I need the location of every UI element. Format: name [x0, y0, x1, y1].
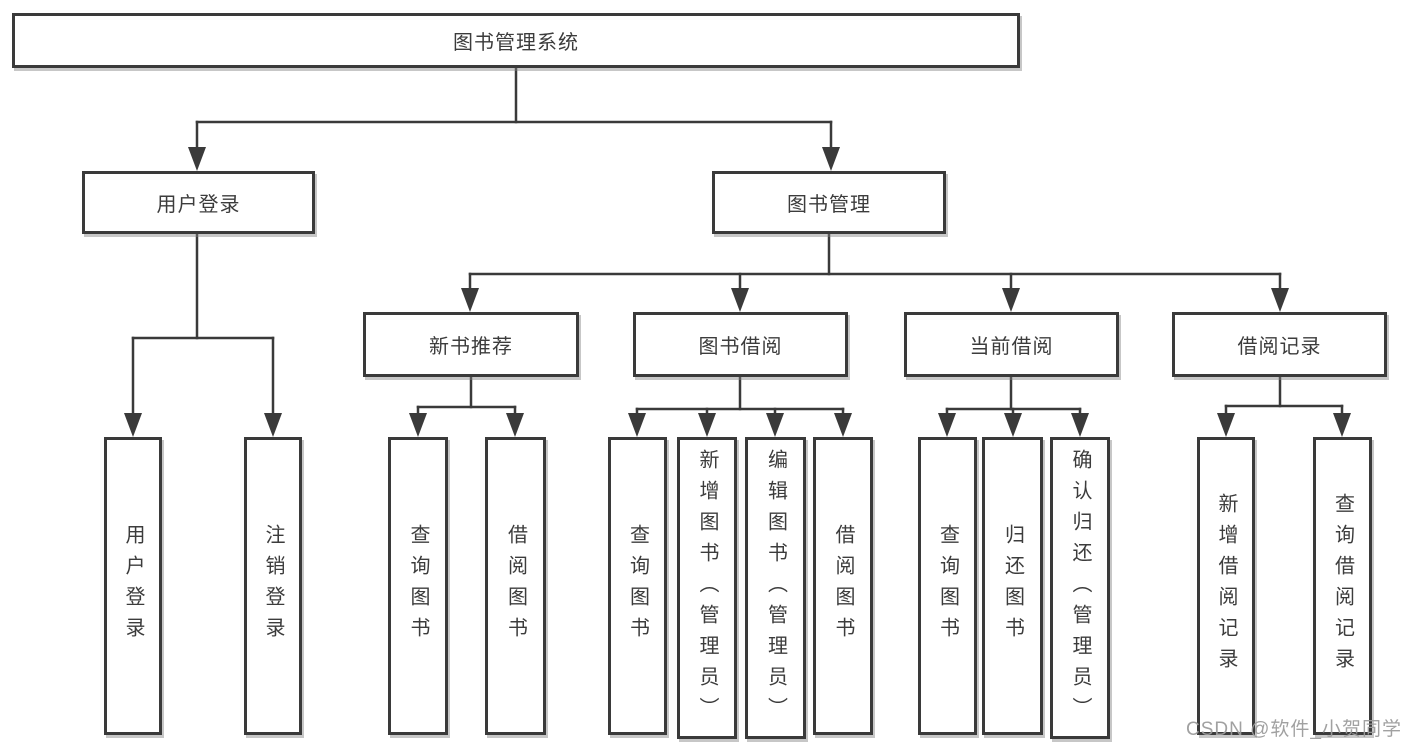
node-label: 借阅图书: [832, 524, 854, 648]
arrowhead-icon: [124, 413, 142, 437]
connector-new-book-recommend-to-leaves: [416, 375, 517, 417]
arrowhead-icon: [628, 413, 646, 437]
node-label: 查询图书: [936, 524, 959, 648]
node-label: 新书推荐: [429, 336, 513, 358]
arrowhead-icon: [264, 413, 282, 437]
leaf-query-books-current: 查询图书: [918, 437, 977, 735]
arrowhead-icon: [698, 413, 716, 437]
arrowhead-icon: [766, 413, 784, 437]
leaf-borrow-books: 借阅图书: [813, 437, 873, 735]
connector-book-management-to-level3: [468, 232, 1282, 291]
arrowhead-icon: [1071, 413, 1089, 437]
leaf-query-borrow-record: 查询借阅记录: [1313, 437, 1372, 735]
leaf-query-books-borrow: 查询图书: [608, 437, 667, 735]
arrowhead-icon: [1333, 413, 1351, 437]
leaf-return-books: 归还图书: [982, 437, 1043, 735]
arrowhead-icon: [731, 288, 749, 312]
node-label: 用户登录: [156, 194, 241, 216]
node-label: 当前借阅: [969, 336, 1054, 358]
arrowhead-icon: [1004, 413, 1022, 437]
leaf-confirm-return-admin: 确认归还（管理员）: [1050, 437, 1110, 739]
arrowheads: [124, 147, 1351, 437]
node-label: 确认归还（管理员）: [1069, 448, 1091, 728]
node-label: 编辑图书（管理员）: [764, 448, 787, 728]
node-label: 图书管理系统: [453, 32, 579, 54]
node-user-login: 用户登录: [82, 171, 315, 234]
arrowhead-icon: [1271, 288, 1289, 312]
node-label: 用户登录: [122, 524, 144, 648]
node-label: 新增借阅记录: [1215, 493, 1237, 679]
node-root: 图书管理系统: [12, 13, 1020, 68]
leaf-query-books-recommend: 查询图书: [388, 437, 448, 735]
node-label: 借阅图书: [504, 524, 527, 648]
node-book-borrow: 图书借阅: [633, 312, 848, 377]
connector-book-borrow-to-leaves: [635, 375, 845, 417]
connector-borrow-records-to-leaves: [1224, 375, 1344, 417]
arrowhead-icon: [461, 288, 479, 312]
node-label: 注销登录: [262, 524, 284, 648]
node-label: 借阅记录: [1237, 336, 1322, 358]
node-label: 查询图书: [626, 524, 649, 648]
node-book-management: 图书管理: [712, 171, 946, 234]
node-new-book-recommend: 新书推荐: [363, 312, 579, 377]
arrowhead-icon: [1217, 413, 1235, 437]
node-label: 查询图书: [407, 524, 429, 648]
node-borrow-records: 借阅记录: [1172, 312, 1387, 377]
node-label: 查询借阅记录: [1331, 493, 1354, 679]
connector-current-borrow-to-leaves: [945, 375, 1082, 417]
arrowhead-icon: [938, 413, 956, 437]
arrowhead-icon: [1002, 288, 1020, 312]
leaf-borrow-books-recommend: 借阅图书: [485, 437, 546, 735]
arrowhead-icon: [834, 413, 852, 437]
node-label: 新增图书（管理员）: [696, 448, 718, 728]
leaf-logout-login: 注销登录: [244, 437, 302, 735]
connector-user-login-to-leaves: [131, 232, 275, 416]
node-current-borrow: 当前借阅: [904, 312, 1119, 377]
connector-root-to-level2: [195, 66, 833, 150]
arrowhead-icon: [822, 147, 840, 171]
leaf-edit-books-admin: 编辑图书（管理员）: [745, 437, 806, 739]
node-label: 归还图书: [1001, 524, 1024, 648]
node-label: 图书借阅: [698, 336, 783, 358]
leaf-add-books-admin: 新增图书（管理员）: [677, 437, 737, 739]
arrowhead-icon: [188, 147, 206, 171]
leaf-user-login: 用户登录: [104, 437, 162, 735]
arrowhead-icon: [506, 413, 524, 437]
csdn-watermark: CSDN @软件_小贺同学: [1186, 719, 1402, 740]
arrowhead-icon: [409, 413, 427, 437]
node-label: 图书管理: [787, 194, 871, 216]
leaf-add-borrow-record: 新增借阅记录: [1197, 437, 1255, 735]
